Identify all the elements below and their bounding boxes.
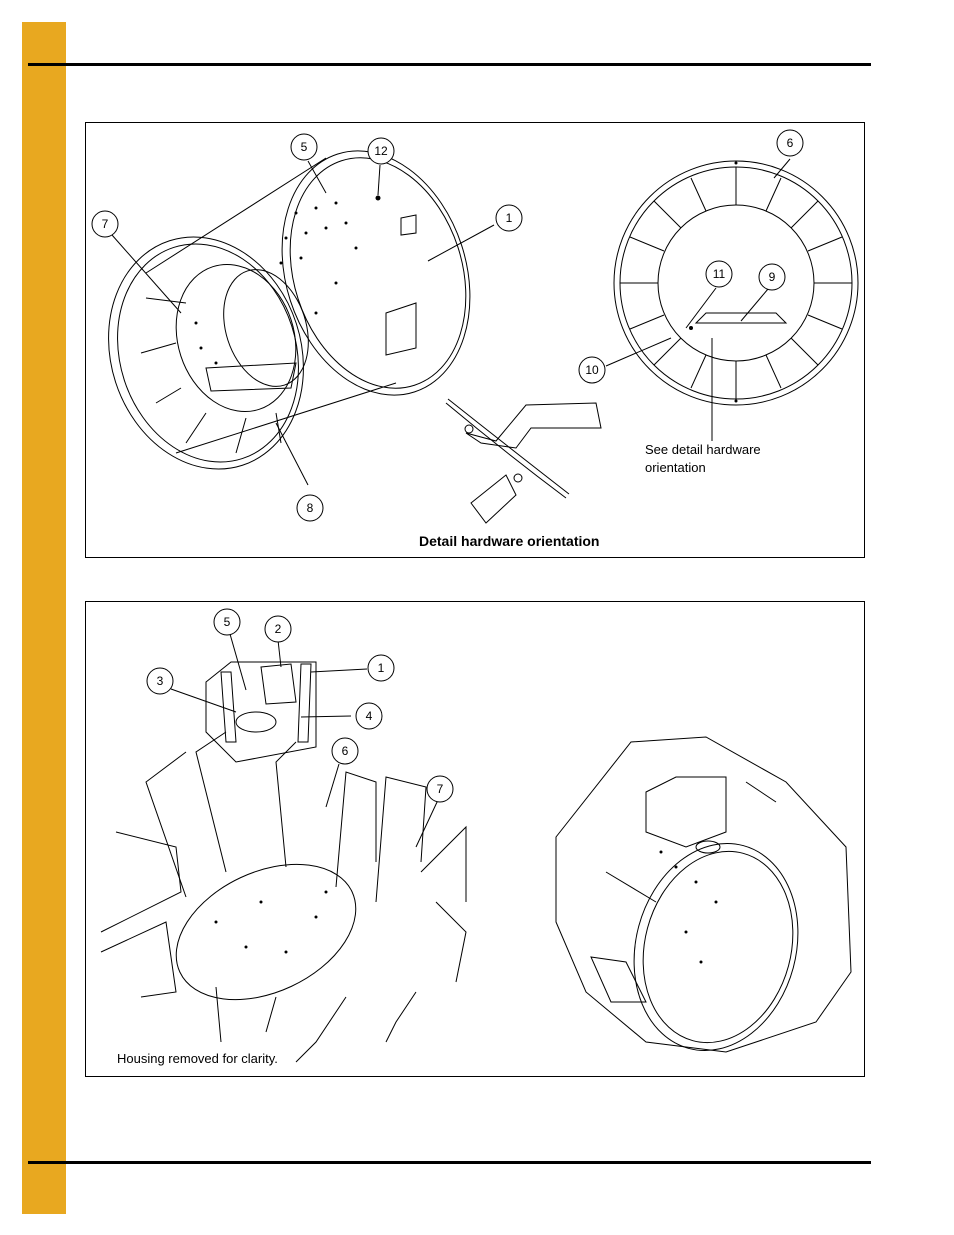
callout-5-top: 5 — [301, 140, 308, 154]
callout-3-bottom: 3 — [157, 674, 164, 688]
callout-10-top: 10 — [585, 363, 599, 377]
vane-assembly-drawing — [100, 661, 467, 1063]
housing-removed-note: Housing removed for clarity. — [117, 1051, 278, 1066]
accent-side-bar — [22, 22, 66, 1214]
header-rule — [28, 63, 871, 66]
callout-12-top: 12 — [374, 144, 388, 158]
callout-6-bottom: 6 — [342, 744, 349, 758]
callout-7-top: 7 — [102, 217, 109, 231]
callouts-bottom — [146, 608, 454, 803]
bottom-figure-panel: 5 2 1 3 4 6 7 Housing removed for clarit… — [85, 601, 865, 1077]
see-detail-note-line1: See detail hardware — [645, 442, 761, 457]
callout-5-bottom: 5 — [224, 615, 231, 629]
top-figure-drawing: 5 12 1 7 8 6 11 9 10 — [91, 129, 859, 524]
leader-lines-bottom — [170, 633, 439, 848]
bottom-figure-drawing: 5 2 1 3 4 6 7 — [100, 608, 852, 1063]
leader-lines — [111, 158, 791, 486]
detail-hardware-drawing — [445, 398, 602, 524]
top-figure-panel: 5 12 1 7 8 6 11 9 10 Detail hardware ori… — [85, 122, 865, 558]
callout-4-bottom: 4 — [366, 709, 373, 723]
see-detail-note-line2: orientation — [645, 460, 706, 475]
end-view-drawing — [613, 160, 859, 406]
callout-8-top: 8 — [307, 501, 314, 515]
callout-2-bottom: 2 — [275, 622, 282, 636]
callout-9-top: 9 — [769, 270, 776, 284]
callout-7-bottom: 7 — [437, 782, 444, 796]
fan-housing-drawing — [108, 150, 471, 470]
callout-1-top: 1 — [506, 211, 513, 225]
callout-6-top: 6 — [787, 136, 794, 150]
callout-1-bottom: 1 — [378, 661, 385, 675]
footer-rule — [28, 1161, 871, 1164]
detail-hardware-caption: Detail hardware orientation — [419, 533, 600, 549]
callout-11-top: 11 — [713, 267, 726, 281]
housing-perspective-drawing — [555, 736, 852, 1053]
callouts-top — [91, 129, 804, 522]
